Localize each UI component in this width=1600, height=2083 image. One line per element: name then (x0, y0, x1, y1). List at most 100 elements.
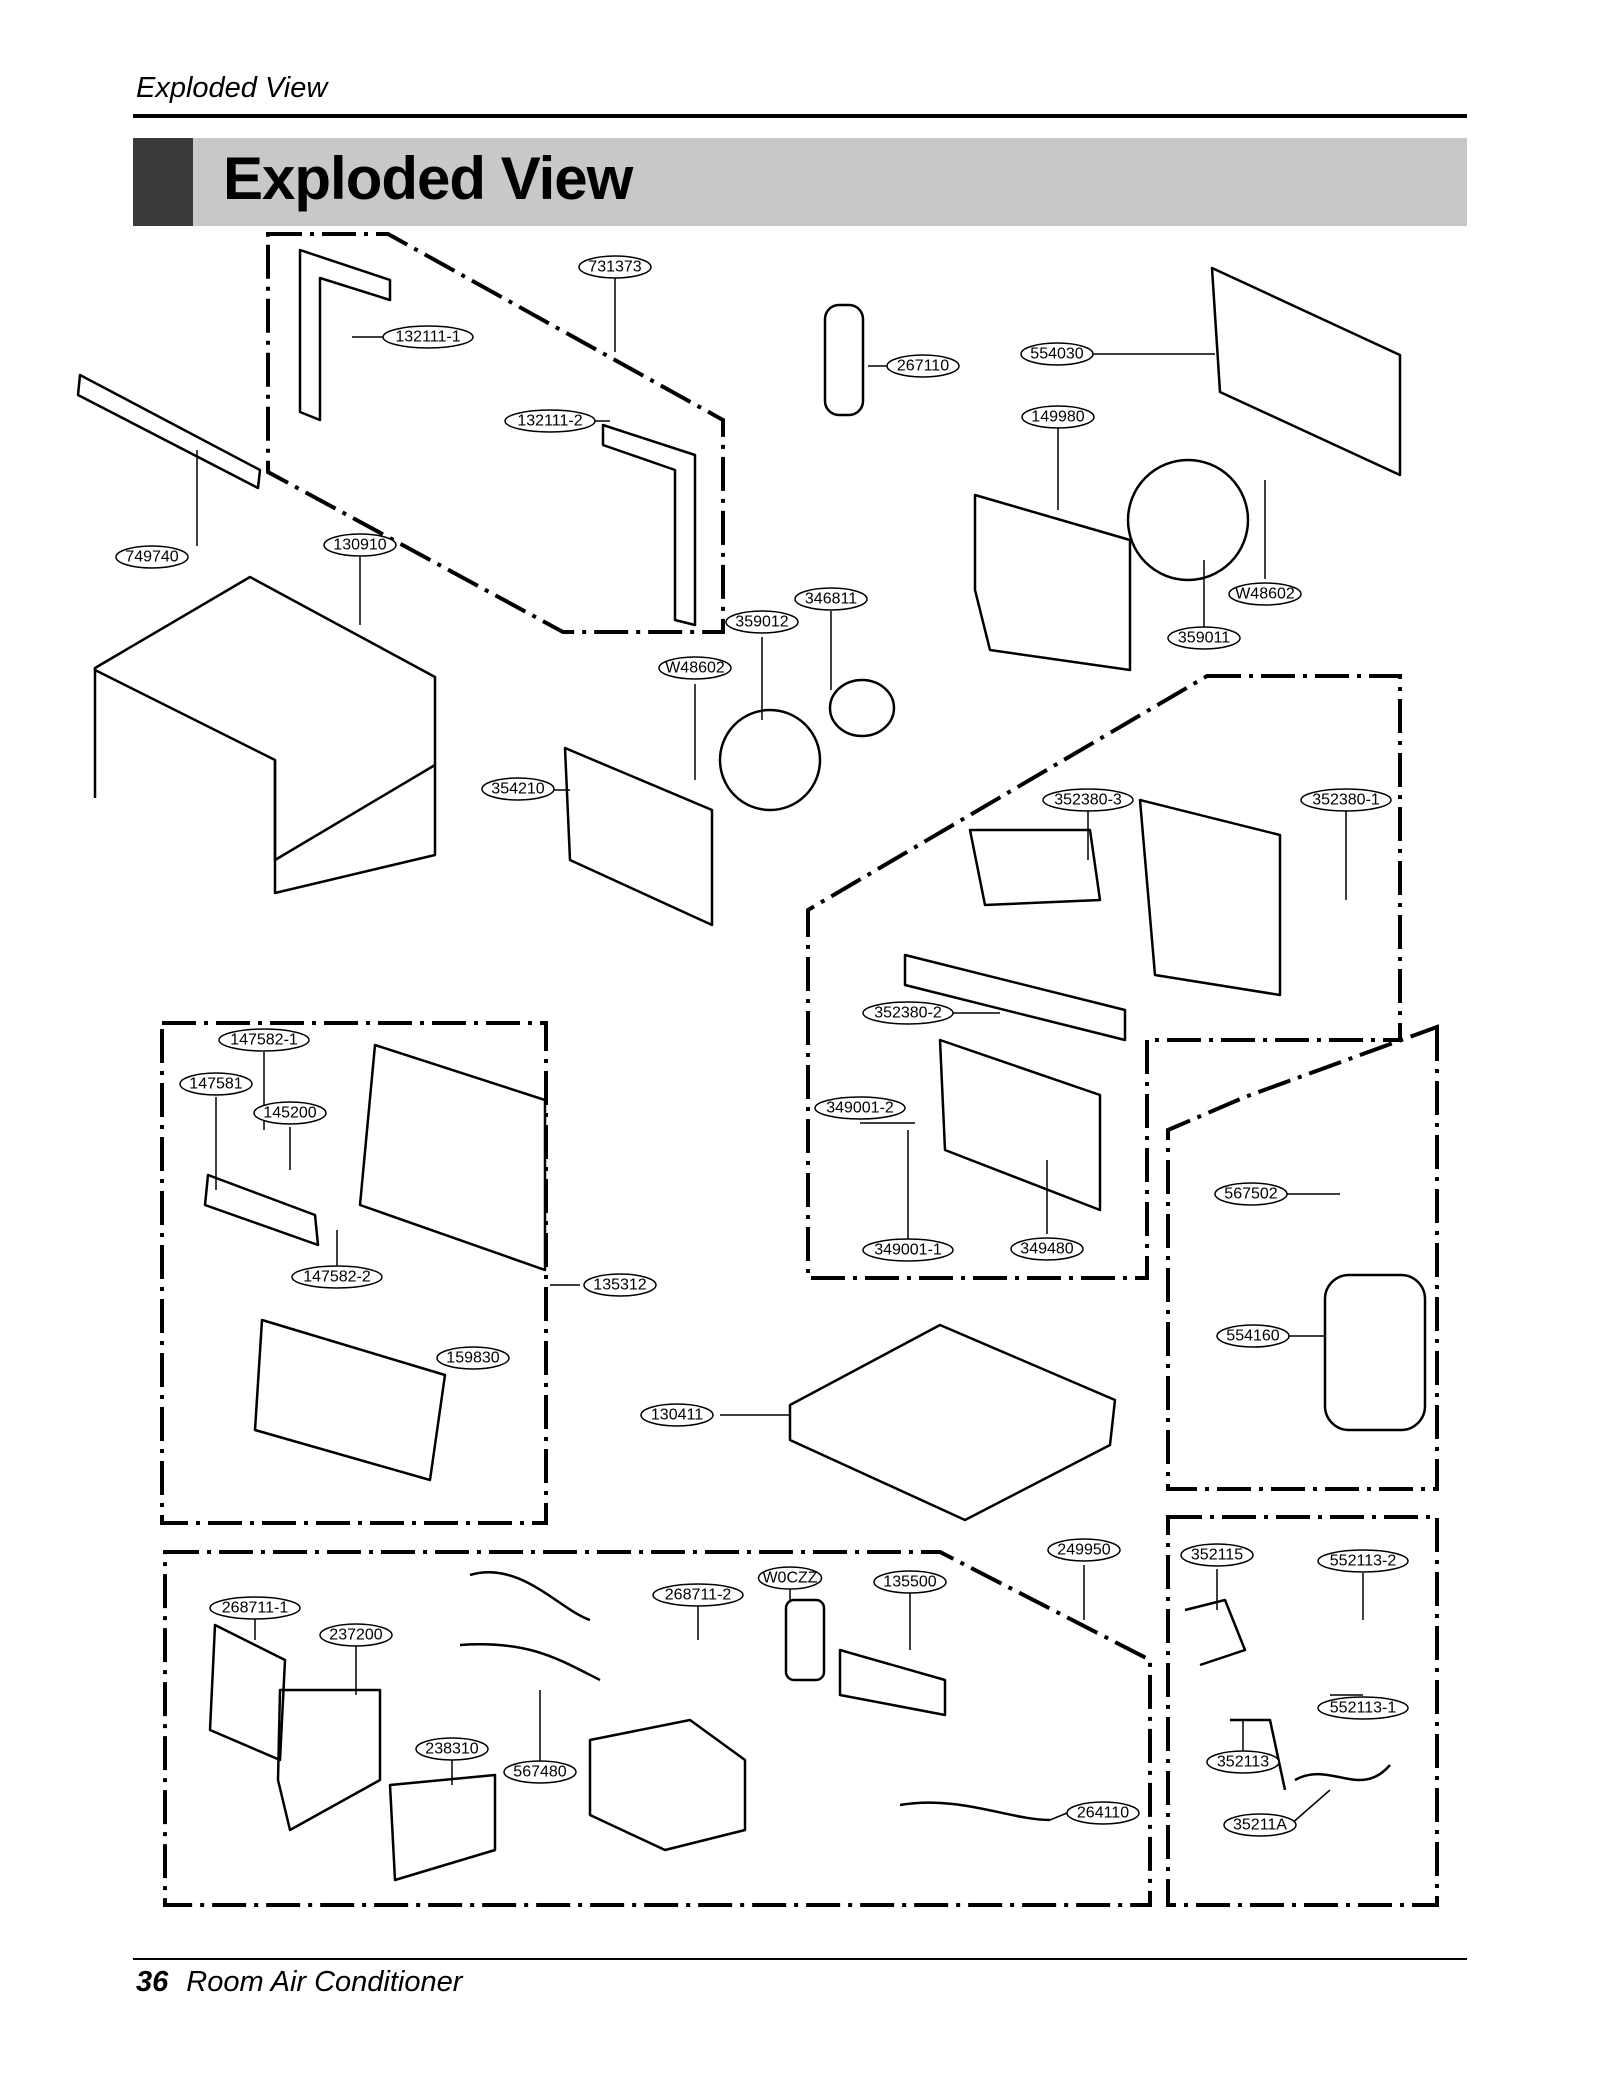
callout-label: 349001-2 (826, 1100, 894, 1117)
wire-harness-b (459, 1643, 601, 1682)
callout-ellipse (873, 1570, 947, 1594)
running-head: Exploded View (136, 72, 328, 104)
callout-label: 159830 (446, 1350, 499, 1367)
base-pan (788, 1323, 1117, 1522)
callout-ellipse (436, 1346, 510, 1370)
callout-label: 749740 (125, 549, 178, 566)
boundary-compressor (1166, 1024, 1439, 1491)
callout-label: 267110 (897, 358, 949, 375)
callout-ellipse (1317, 1696, 1409, 1720)
part-callout: 352113 (1206, 1750, 1280, 1774)
callout-ellipse (1300, 788, 1392, 812)
callout-label: 349480 (1020, 1241, 1073, 1258)
part-callout: 147581 (179, 1072, 253, 1096)
part-callout: 731373 (578, 255, 652, 279)
fan-shroud (973, 493, 1132, 672)
boundary-cabinet-frame (266, 232, 725, 634)
part-callout: 749740 (115, 545, 189, 569)
callout-ellipse (814, 1096, 906, 1120)
part-callout: 267110 (886, 354, 960, 378)
part-callout: 352115 (1180, 1543, 1254, 1567)
callout-ellipse (1180, 1543, 1254, 1567)
drain-pan-2 (903, 953, 1127, 1042)
part-callout: 352380-2 (862, 1001, 954, 1025)
callout-label: 132111-1 (395, 329, 460, 346)
callout-label: 354210 (491, 781, 544, 798)
boundary-front-grille (160, 1021, 548, 1525)
part-callout: 35211A (1223, 1813, 1297, 1837)
callout-label: 145200 (263, 1105, 316, 1122)
section-banner: Exploded View (133, 138, 1467, 226)
callout-ellipse (1228, 582, 1302, 606)
control-box (588, 1718, 747, 1852)
callout-ellipse (179, 1072, 253, 1096)
callout-label: 35211A (1233, 1817, 1287, 1834)
callout-label: 249950 (1057, 1542, 1110, 1559)
part-callout: 567502 (1214, 1182, 1288, 1206)
part-callout: W48602 (1228, 582, 1302, 606)
callout-ellipse (1206, 1750, 1280, 1774)
part-callout: 352380-3 (1042, 788, 1134, 812)
front-grille (358, 1043, 547, 1272)
callout-ellipse (578, 255, 652, 279)
callout-label: 352380-2 (874, 1005, 942, 1022)
group-boundaries (160, 232, 1439, 1907)
callout-label: 359011 (1178, 630, 1230, 647)
callout-ellipse (1317, 1549, 1409, 1573)
boundary-piping (1166, 1515, 1439, 1907)
components (76, 248, 1427, 1882)
wire-harness-c (899, 1801, 1051, 1822)
part-callout: 552113-2 (1317, 1549, 1409, 1573)
callout-label: 238310 (425, 1741, 478, 1758)
page-title: Exploded View (223, 145, 633, 212)
callout-ellipse (218, 1028, 310, 1052)
callout-label: 554160 (1226, 1328, 1279, 1345)
cover-plate (838, 1648, 947, 1717)
callout-ellipse (862, 1238, 954, 1262)
callout-ellipse (658, 656, 732, 680)
callout-label: 147582-2 (303, 1269, 371, 1286)
callout-ellipse (291, 1265, 383, 1289)
part-callout: 132111-1 (382, 325, 474, 349)
callout-ellipse (382, 325, 474, 349)
propeller-fan (1126, 458, 1250, 582)
part-callout: 359012 (725, 610, 799, 634)
callout-ellipse (481, 777, 555, 801)
callout-label: 346811 (805, 591, 857, 608)
callout-ellipse (794, 587, 868, 611)
callout-label: 268711-2 (665, 1587, 732, 1604)
callout-label: 132111-2 (517, 413, 582, 430)
callout-ellipse (1047, 1538, 1121, 1562)
pipe-352115 (1184, 1598, 1247, 1667)
callout-ellipse (1214, 1182, 1288, 1206)
banner-tab (133, 138, 193, 226)
rail-strip (76, 373, 262, 490)
callout-label: W48602 (665, 660, 725, 677)
callout-label: 567480 (513, 1764, 566, 1781)
callout-ellipse (323, 533, 397, 557)
callout-ellipse (1020, 342, 1094, 366)
side-frame-right (601, 423, 697, 627)
part-callout: 249950 (1047, 1538, 1121, 1562)
boundary-control-box (163, 1550, 1152, 1907)
footer-rule (133, 1958, 1467, 1960)
callout-ellipse (115, 545, 189, 569)
callout-label: 359012 (735, 614, 788, 631)
callout-ellipse (886, 354, 960, 378)
part-callout: W48602 (658, 656, 732, 680)
pipe-35211A (1294, 1764, 1391, 1782)
callout-label: 147582-1 (230, 1032, 298, 1049)
air-guide-1 (1138, 798, 1282, 997)
callout-label: 349001-1 (874, 1242, 942, 1259)
callout-ellipse (1216, 1324, 1290, 1348)
callout-label: 352115 (1191, 1547, 1243, 1564)
callout-label: W0CZZ (762, 1570, 817, 1587)
part-callout: 354210 (481, 777, 555, 801)
part-callout: 149980 (1021, 405, 1095, 429)
callout-label: 552113-1 (1330, 1700, 1397, 1717)
callout-label: 135500 (883, 1574, 936, 1591)
blower-wheel (718, 708, 822, 812)
capacitor (784, 1598, 826, 1682)
part-callout: W0CZZ (757, 1566, 823, 1590)
